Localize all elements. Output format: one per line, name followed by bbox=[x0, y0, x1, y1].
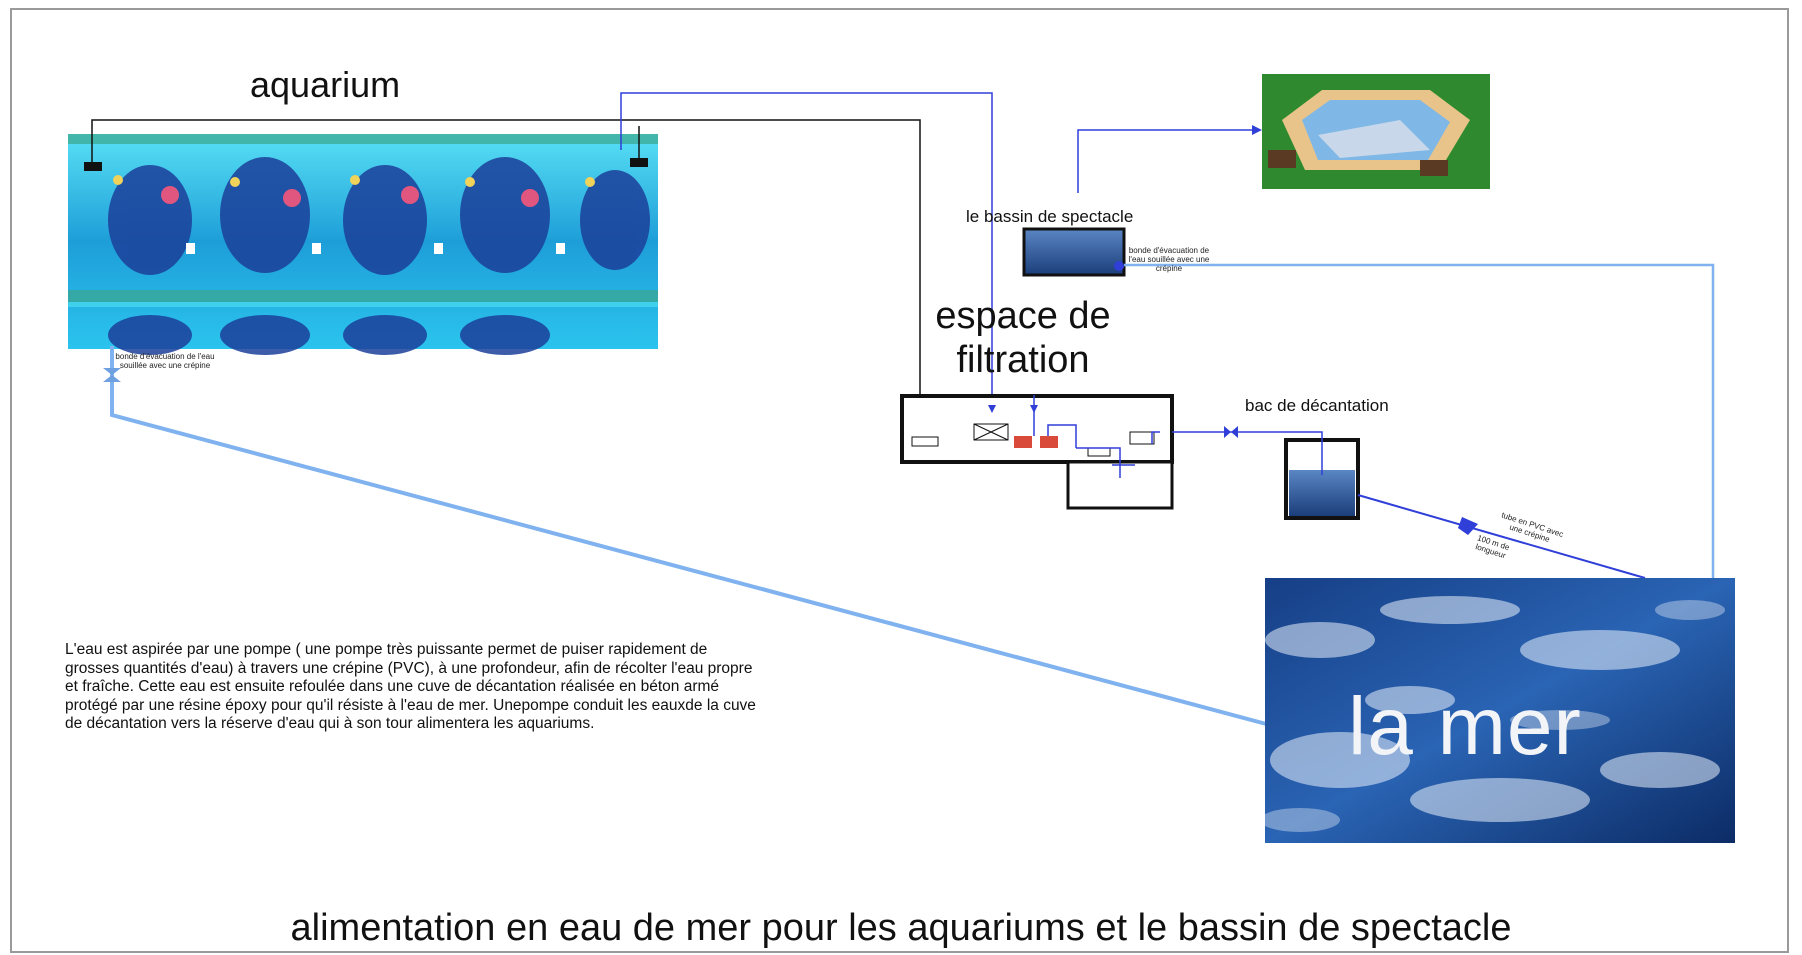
pool-drain-note: bonde d'évacuation de l'eau souillée ave… bbox=[1128, 246, 1210, 273]
drain-icon bbox=[1114, 261, 1124, 271]
sea-image bbox=[1260, 578, 1735, 843]
valve-icon bbox=[103, 368, 121, 382]
display-pool-tank bbox=[1022, 227, 1126, 277]
aquarium-return-pipe bbox=[91, 119, 921, 448]
diagram-caption: alimentation en eau de mer pour les aqua… bbox=[290, 907, 1512, 949]
diagram-frame bbox=[10, 8, 1789, 953]
filtration-space-title: espace de filtration bbox=[935, 295, 1111, 381]
pool-image bbox=[1262, 74, 1490, 189]
decantation-to-filtration-pipe bbox=[1172, 431, 1323, 475]
decantation-tank-label: bac de décantation bbox=[1245, 396, 1389, 415]
valve-icon bbox=[1458, 517, 1478, 535]
aquarium-tank bbox=[68, 134, 658, 355]
sea-label: la mer bbox=[1348, 681, 1582, 772]
display-pool-label: le bassin de spectacle bbox=[966, 207, 1134, 226]
aquarium-drain-note: bonde d'évacuation de l'eau souillée ave… bbox=[115, 352, 215, 370]
aquarium-supply-pipe bbox=[620, 92, 993, 395]
aquarium-title: aquarium bbox=[250, 64, 401, 105]
process-description: L'eau est aspirée par une pompe ( une po… bbox=[65, 641, 756, 732]
valve-icon bbox=[1224, 426, 1238, 438]
pool-drain-pipe bbox=[1124, 263, 1715, 578]
sea-intake-pipe bbox=[1357, 494, 1646, 579]
